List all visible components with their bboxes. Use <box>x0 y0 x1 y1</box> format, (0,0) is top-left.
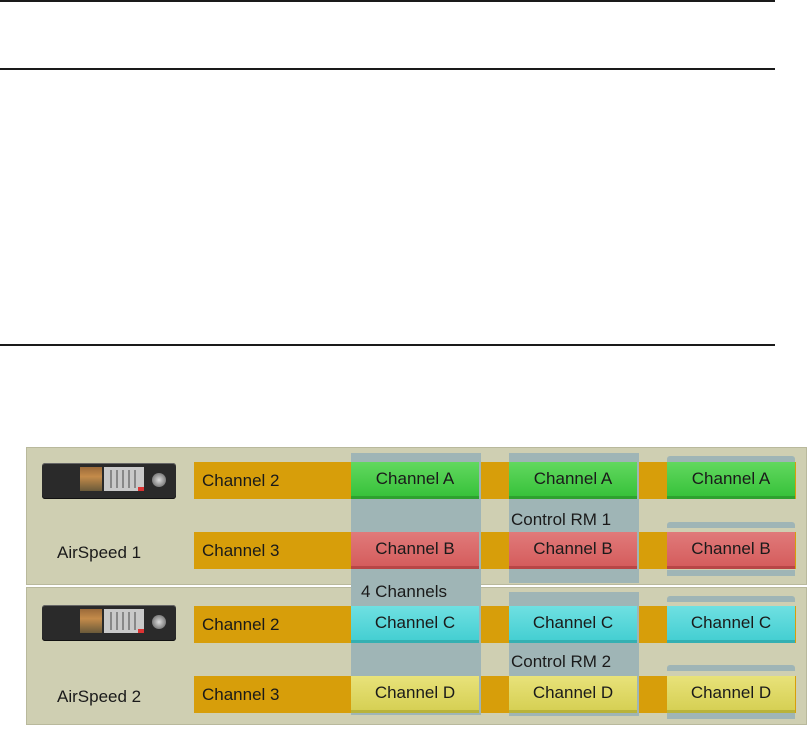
control-room-1-channel-a: Channel A <box>509 462 637 499</box>
destination-channel-b: Channel B <box>667 532 795 569</box>
airspeed-1-channel-3: Channel 3 <box>194 532 350 569</box>
divider-rule-2 <box>0 344 775 346</box>
router-channel-b: Channel B <box>351 532 479 569</box>
airspeed-2-channel-3: Channel 3 <box>194 676 350 713</box>
destination-4-cap <box>667 665 795 671</box>
router-channel-d: Channel D <box>351 676 479 713</box>
control-room-2-channel-c: Channel C <box>509 606 637 643</box>
control-room-1-channel-b: Channel B <box>509 532 637 569</box>
destination-2-cap <box>667 522 795 528</box>
control-room-1-label: Control RM 1 <box>511 510 612 529</box>
router-channel-a: Channel A <box>351 462 479 499</box>
destination-shadow-2 <box>667 713 795 719</box>
destination-shadow-1 <box>667 570 795 576</box>
airspeed-1-channel-2: Channel 2 <box>194 462 350 499</box>
destination-channel-a: Channel A <box>667 462 795 499</box>
destination-channel-c: Channel C <box>667 606 795 643</box>
destination-channel-d: Channel D <box>667 676 795 713</box>
destination-3-cap <box>667 596 795 602</box>
airspeed-2-server-icon <box>42 605 176 641</box>
control-room-2-label: Control RM 2 <box>511 652 612 671</box>
top-rule <box>0 0 775 2</box>
router-label: 4 Channels <box>361 582 448 601</box>
airspeed-1-label: AirSpeed 1 <box>57 543 142 562</box>
divider-rule-1 <box>0 68 775 70</box>
airspeed-1-server-icon <box>42 463 176 499</box>
control-room-2-channel-d: Channel D <box>509 676 637 713</box>
airspeed-2-label: AirSpeed 2 <box>57 687 142 706</box>
destination-1-cap <box>667 456 795 462</box>
airspeed-2-channel-2: Channel 2 <box>194 606 350 643</box>
router-channel-c: Channel C <box>351 606 479 643</box>
